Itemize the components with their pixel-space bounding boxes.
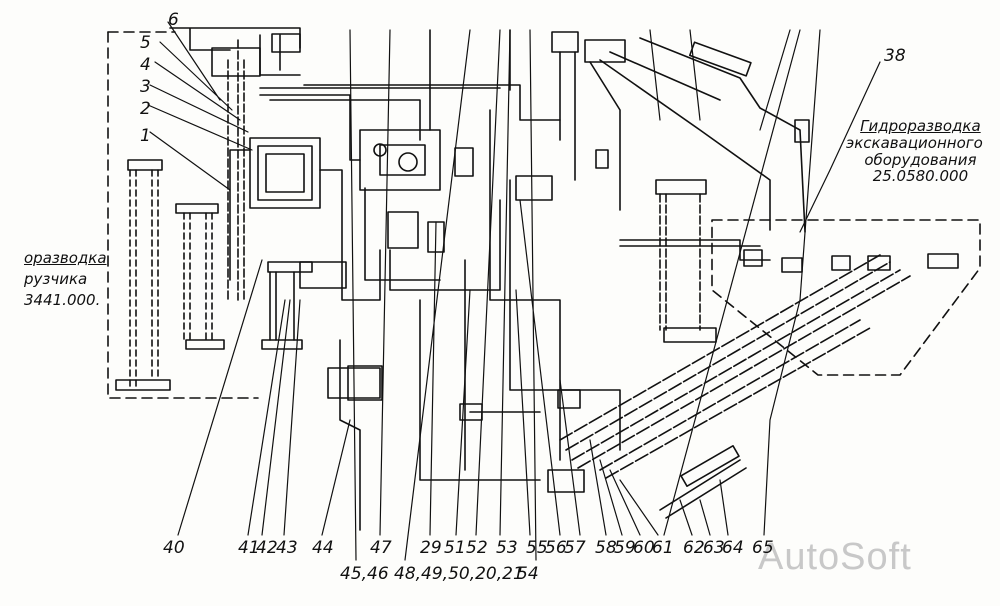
excavator-caption-line3: оборудования [864, 150, 977, 169]
excavator-caption-line2: экскавационного [846, 133, 983, 152]
callout-54: 54 [517, 564, 539, 584]
loader-region-outline [107, 31, 259, 399]
callout-45-46: 45,46 [340, 564, 389, 584]
excavator-lines [547, 253, 959, 519]
callout-59: 59 [614, 538, 636, 558]
callout-42: 42 [256, 538, 278, 558]
excavator-region-outline [711, 219, 981, 376]
callout-55: 55 [526, 538, 548, 558]
excavator-caption: Гидроразводка экскавационного оборудован… [846, 117, 983, 186]
callout-40: 40 [163, 538, 185, 558]
callout-41: 41 [238, 538, 260, 558]
callout-5: 5 [140, 33, 151, 53]
callout-48-49-50-20-21: 48,49,50,20,21 [394, 564, 524, 584]
loader-caption: оразводка рузчика 3441.000. [24, 250, 107, 308]
callout-6: 6 [168, 10, 179, 30]
leader-lines [147, 21, 881, 561]
callout-64: 64 [722, 538, 744, 558]
callout-53: 53 [496, 538, 518, 558]
callout-38: 38 [884, 46, 906, 66]
callout-62: 62 [683, 538, 705, 558]
callout-58: 58 [595, 538, 617, 558]
callout-1: 1 [140, 126, 151, 146]
callout-29: 29 [420, 538, 442, 558]
excavator-caption-line1: Гидроразводка [860, 117, 981, 135]
callout-47: 47 [370, 538, 392, 558]
callout-63: 63 [703, 538, 725, 558]
callout-43: 43 [276, 538, 298, 558]
distributor-block [229, 87, 501, 301]
mid-right-cylinders [489, 109, 771, 461]
watermark: AutoSoft [758, 536, 912, 578]
callout-4: 4 [140, 55, 151, 75]
loader-cylinders [115, 39, 313, 391]
excavator-caption-line4: 25.0580.000 [872, 167, 969, 186]
loader-caption-line1: оразводка [24, 249, 107, 267]
callout-44: 44 [312, 538, 334, 558]
callout-3: 3 [140, 77, 151, 97]
callout-51: 51 [444, 538, 466, 558]
loader-caption-line3: 3441.000. [24, 290, 101, 309]
callout-61: 61 [652, 538, 674, 558]
callout-56: 56 [545, 538, 567, 558]
loader-caption-line2: рузчика [24, 269, 88, 288]
callout-60: 60 [633, 538, 655, 558]
callout-65: 65 [752, 538, 774, 558]
callout-52: 52 [466, 538, 488, 558]
callout-57: 57 [564, 538, 586, 558]
callout-2: 2 [140, 99, 151, 119]
